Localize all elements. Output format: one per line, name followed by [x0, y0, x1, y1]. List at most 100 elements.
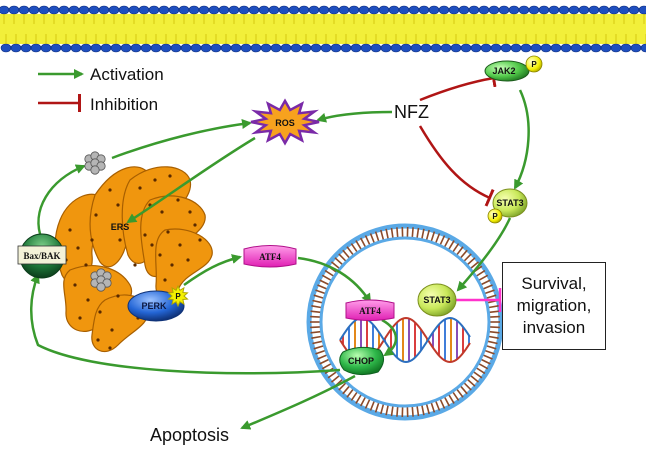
perk-node: PERK P [127, 284, 189, 322]
nuclear-envelope-stripe [313, 345, 324, 350]
arrow-chop-to-apoptosis [240, 374, 356, 430]
membrane-head [370, 43, 382, 53]
nuclear-envelope-stripe [330, 261, 340, 269]
nuclear-envelope-stripe [342, 249, 350, 259]
membrane-head [78, 5, 90, 15]
nuclear-envelope-stripe [482, 284, 493, 290]
nuclear-envelope-stripe [313, 294, 324, 299]
legend-inhibition-label: Inhibition [90, 95, 158, 114]
nuclear-envelope-stripe [488, 335, 499, 339]
nuclear-envelope-stripe [396, 406, 399, 417]
ribosome-dot [138, 186, 142, 190]
nuclear-envelope-stripe [380, 229, 385, 241]
membrane-head [418, 5, 430, 15]
membrane-head [638, 5, 646, 15]
arrow-jak2-to-stat3 [513, 89, 530, 190]
ribosome-dot [170, 263, 174, 267]
stat3-phospho-icon [487, 208, 503, 224]
nuclear-envelope-stripe [443, 396, 451, 407]
ribosome-dot [176, 198, 180, 202]
membrane-head [550, 43, 562, 53]
membrane-head [258, 5, 270, 15]
nuclear-envelope-stripe [486, 345, 497, 350]
membrane-head [610, 43, 622, 53]
inhibit-nfz-stat3 [418, 125, 495, 207]
nuclear-envelope-stripe [452, 391, 460, 401]
membrane-head [548, 5, 560, 15]
calcium-cluster-top [84, 151, 106, 175]
nuclear-envelope-stripe [346, 246, 354, 256]
arrow-atf4-to-nucleus [297, 256, 372, 304]
stat3-cyto-node: STAT3 P [487, 188, 528, 224]
membrane-head [360, 43, 372, 53]
ribosome-dot [160, 210, 164, 214]
nfz-label: NFZ [394, 102, 429, 122]
ribosome-dot [133, 263, 137, 267]
cell-membrane [0, 5, 646, 53]
membrane-head [430, 43, 442, 53]
ribosome-dot [116, 294, 120, 298]
nuclear-envelope-stripe [425, 229, 430, 241]
nuclear-envelope-stripe [317, 354, 328, 360]
nuclear-envelope-stripe [355, 394, 362, 404]
membrane-head [130, 43, 142, 53]
membrane-head [268, 5, 280, 15]
membrane-head [328, 5, 340, 15]
membrane-head [58, 5, 70, 15]
membrane-head [80, 43, 92, 53]
bax-bak-label: Bax/BAK [23, 251, 60, 261]
stat3-nuclear-label: STAT3 [423, 295, 450, 305]
nuclear-envelope-stripe [456, 246, 464, 256]
ros-node: ROS [250, 98, 320, 146]
ers-label: ERS [111, 222, 130, 232]
membrane-head [460, 43, 472, 53]
membrane-head [560, 43, 572, 53]
arrow-ca-to-ros [111, 119, 252, 160]
nuclear-envelope-stripe [311, 335, 322, 339]
nuclear-envelope-stripe [478, 363, 489, 370]
chop-node: CHOP [339, 346, 384, 376]
nuclear-envelope-stripe [355, 240, 362, 250]
membrane-head [228, 5, 240, 15]
nuclear-envelope-stripe [448, 240, 455, 250]
nuclear-envelope-stripe [416, 227, 420, 239]
membrane-head [528, 5, 540, 15]
ros-star-shape [250, 98, 320, 146]
nuclear-envelope-stripe [390, 405, 394, 417]
nuclear-envelope-stripe [315, 349, 326, 355]
perk-phospho-icon [167, 284, 189, 308]
membrane-head [580, 43, 592, 53]
atf4-cyto-label: ATF4 [259, 252, 281, 262]
nuclear-envelope-stripe [443, 237, 451, 248]
nuclear-envelope-stripe [480, 358, 491, 365]
membrane-head [108, 5, 120, 15]
ribosome-dot [193, 223, 197, 227]
membrane-heads-bottom [0, 34, 646, 53]
nuclear-envelope-stripe [315, 289, 326, 295]
membrane-head [318, 5, 330, 15]
nuclear-envelope-stripe [456, 388, 464, 398]
membrane-core [0, 14, 646, 44]
nuclear-envelope-stripe [487, 340, 498, 345]
membrane-head [308, 5, 320, 15]
nuclear-envelope-stripe [310, 326, 321, 329]
nuclear-envelope-stripe [364, 398, 371, 409]
jak2-label: JAK2 [492, 66, 515, 76]
legend: Activation Inhibition [38, 65, 164, 114]
membrane-head [450, 43, 462, 53]
jak2-shape [484, 60, 530, 82]
membrane-head [378, 5, 390, 15]
stat3-nuclear-node: STAT3 [417, 283, 457, 317]
membrane-head [398, 5, 410, 15]
membrane-head [540, 43, 552, 53]
membrane-head [590, 43, 602, 53]
membrane-head [578, 5, 590, 15]
nuclear-envelope-stripe [334, 257, 343, 266]
membrane-head [498, 5, 510, 15]
jak2-phospho-icon [525, 55, 543, 73]
membrane-head [508, 5, 520, 15]
membrane-head [128, 5, 140, 15]
membrane-head [288, 5, 300, 15]
membrane-head [18, 5, 30, 15]
membrane-head [640, 43, 646, 53]
